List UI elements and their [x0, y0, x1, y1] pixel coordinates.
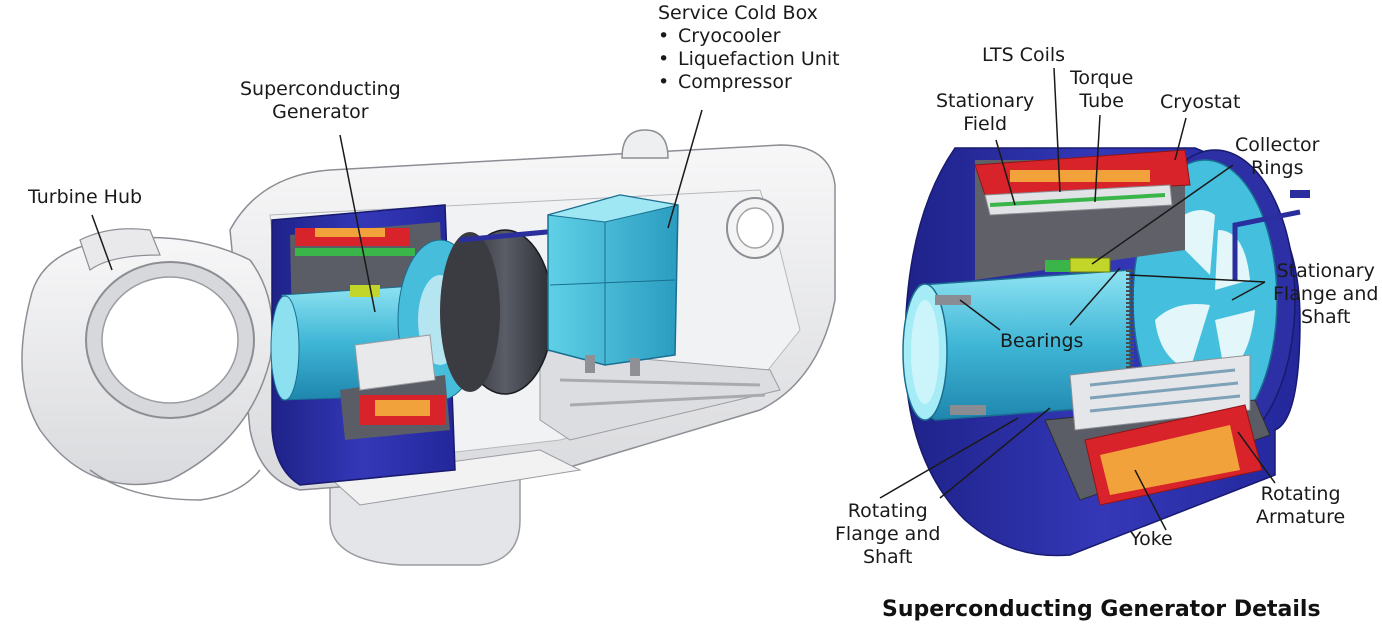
label-superconducting-generator: Superconducting Generator — [240, 78, 401, 123]
generator-detail-drawing — [902, 147, 1310, 557]
nacelle-drawing — [21, 129, 836, 566]
label-cryostat: Cryostat — [1160, 91, 1241, 113]
label-turbine-hub: Turbine Hub — [28, 186, 143, 208]
label-bearings: Bearings — [1000, 330, 1084, 352]
label-yoke: Yoke — [1130, 528, 1173, 550]
label-stationary-flange-shaft: Stationary Flange and Shaft — [1273, 260, 1379, 328]
label-collector-rings: Collector Rings — [1235, 134, 1320, 179]
label-torque-tube: Torque Tube — [1070, 67, 1134, 112]
leader-lines — [91, 67, 1276, 531]
cold-box-item: Liquefaction Unit — [658, 48, 840, 71]
cold-box-item: Cryocooler — [658, 25, 840, 48]
figure-title: Superconducting Generator Details — [882, 597, 1321, 622]
label-stationary-field: Stationary Field — [936, 90, 1035, 135]
cold-box-item: Compressor — [658, 71, 840, 94]
label-service-cold-box: Service Cold Box Cryocooler Liquefaction… — [658, 2, 840, 94]
label-lts-coils: LTS Coils — [982, 44, 1066, 66]
label-rotating-flange-shaft: Rotating Flange and Shaft — [835, 500, 941, 568]
cold-box-items-list: Cryocooler Liquefaction Unit Compressor — [658, 25, 840, 94]
label-rotating-armature: Rotating Armature — [1256, 483, 1346, 528]
